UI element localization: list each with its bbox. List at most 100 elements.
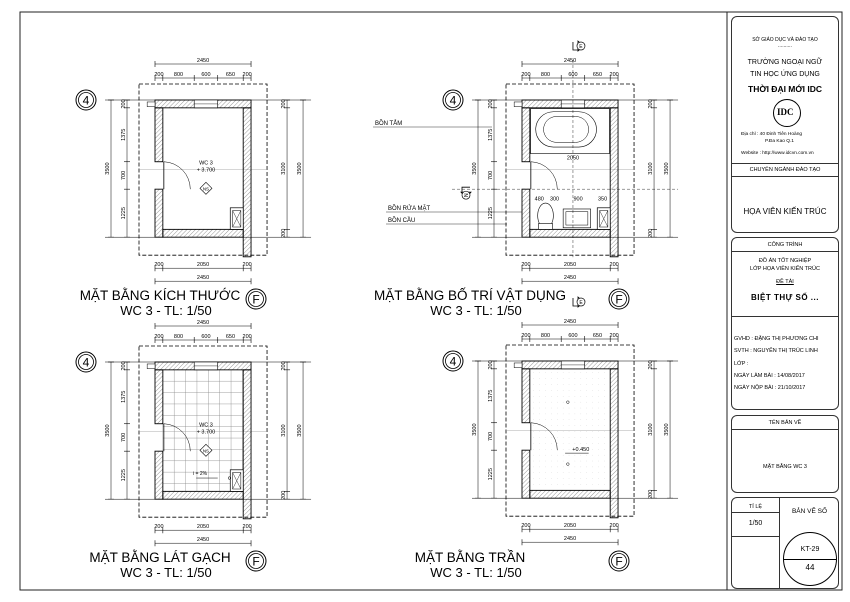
- ceiling-dot: [533, 431, 535, 432]
- ceiling-dot: [604, 437, 605, 438]
- idc-logo: IDC: [773, 99, 801, 127]
- ceiling-dot: [574, 401, 576, 403]
- ceiling-dot: [539, 472, 540, 473]
- dim-right-value: 3100: [648, 162, 654, 174]
- ceiling-dot: [598, 425, 599, 426]
- ceiling-dot: [592, 390, 593, 391]
- ceiling-dot: [586, 448, 587, 450]
- dim-right-total-value: 3500: [664, 423, 670, 435]
- dim-top-value: 600: [201, 334, 210, 340]
- dim-top-value: 200: [154, 72, 163, 78]
- ceiling-dot: [586, 384, 587, 385]
- fixture-label: BỒN RỬA MẶT: [388, 205, 430, 212]
- ceiling-dot: [586, 425, 587, 426]
- ceiling-dot: [598, 396, 599, 397]
- ceiling-dot: [551, 448, 552, 450]
- grid-bubble-col-label: F: [252, 555, 259, 569]
- dim-left-total-value: 3500: [105, 162, 111, 174]
- ceiling-dot: [574, 460, 576, 462]
- wall: [162, 490, 244, 500]
- dim-top-value: 650: [226, 334, 235, 340]
- ceiling-dot: [598, 484, 599, 485]
- ceiling-dot: [604, 472, 605, 473]
- topic-label: ĐỀ TÀI: [776, 279, 794, 285]
- divider: [779, 498, 780, 588]
- ceiling-dot: [545, 372, 546, 374]
- ceiling-dot: [557, 466, 558, 468]
- ceiling-dot: [586, 378, 587, 379]
- dim-inner: 300: [550, 197, 559, 203]
- ceiling-dot: [598, 372, 599, 374]
- ceiling-dot: [604, 401, 605, 403]
- ceiling-dot: [580, 419, 582, 421]
- ceiling-dot: [586, 413, 587, 415]
- grid-bubble-row-inner: [445, 353, 461, 369]
- grid-bubble-row-inner: [445, 92, 461, 108]
- lop: LỚP :: [734, 361, 749, 367]
- sink-basin: [565, 211, 589, 226]
- ceiling-dot: [580, 407, 582, 409]
- level-mark: [199, 181, 213, 195]
- ceiling-dot: [557, 454, 558, 456]
- door-swing: [530, 161, 558, 190]
- ceiling-dot: [592, 478, 593, 479]
- duct-cross: [599, 210, 609, 228]
- ceiling-dot: [574, 472, 576, 473]
- ceiling-dot: [568, 378, 570, 379]
- dim-right-value: 200: [281, 361, 287, 370]
- ceiling-dot: [586, 437, 587, 438]
- ministry-dots: ..........: [778, 43, 792, 49]
- ceiling-dot: [592, 378, 593, 379]
- sheet-number-circle: KT-29 44: [783, 532, 837, 586]
- ceiling-dot: [592, 413, 593, 415]
- ceiling-dot: [598, 401, 599, 403]
- dim-top-value: 800: [174, 334, 183, 340]
- ceiling-dot: [580, 437, 582, 438]
- drawing-name: MẶT BẰNG WC 3: [763, 464, 807, 470]
- ceiling-dot: [574, 372, 576, 374]
- floor-slope: i = 2%: [193, 471, 208, 477]
- dim-top-value: 200: [521, 72, 530, 78]
- ceiling-dot: [568, 425, 570, 426]
- ceiling-dot: [545, 413, 546, 415]
- section-line: [572, 298, 578, 307]
- ceiling-dot: [551, 478, 552, 479]
- section-label: E: [579, 300, 583, 306]
- ceiling-dot: [562, 443, 564, 444]
- dim-left-value: 200: [121, 99, 127, 108]
- ceiling-dot: [562, 431, 564, 432]
- ceiling-dot: [598, 407, 599, 409]
- ceiling-dot: [557, 372, 558, 374]
- ceiling-dot: [592, 431, 593, 432]
- dim-top-value: 800: [541, 72, 550, 78]
- ceiling-dot: [580, 484, 582, 485]
- wall-stub: [146, 101, 156, 107]
- dim-top-value: 600: [568, 333, 577, 339]
- ceiling-dot: [580, 448, 582, 450]
- bathtub-inner: [543, 116, 589, 143]
- section-label: E: [579, 44, 583, 50]
- grid-bubble-row-inner: [78, 92, 94, 108]
- sheet-no-label: BẢN VẼ SỐ: [791, 508, 828, 515]
- ceiling-dot: [557, 443, 558, 444]
- ceiling-dot: [598, 390, 599, 391]
- ceiling-dot: [557, 437, 558, 438]
- wall: [154, 107, 164, 163]
- section-line: [572, 42, 578, 51]
- svth: SVTH : NGUYỄN THỊ TRÚC LINH: [734, 348, 818, 354]
- dim-left-value: 200: [121, 361, 127, 370]
- ceiling-dot: [604, 419, 605, 421]
- plan-title: MẶT BẰNG LÁT GẠCH: [89, 550, 230, 565]
- ceiling-dot: [562, 384, 564, 385]
- ceiling-dot: [586, 478, 587, 479]
- ceiling-dot: [604, 478, 605, 479]
- ceiling-dot: [586, 396, 587, 397]
- dim-top-value: 200: [243, 72, 252, 78]
- dim-bottom-value: 200: [521, 262, 530, 268]
- ceiling-dot: [539, 425, 540, 426]
- dim-left-value: 700: [121, 433, 127, 442]
- dim-bottom-value: 200: [610, 262, 619, 268]
- section-marker-e: E: [572, 40, 586, 52]
- ceiling-dot: [592, 401, 593, 403]
- dim-top-value: 200: [521, 333, 530, 339]
